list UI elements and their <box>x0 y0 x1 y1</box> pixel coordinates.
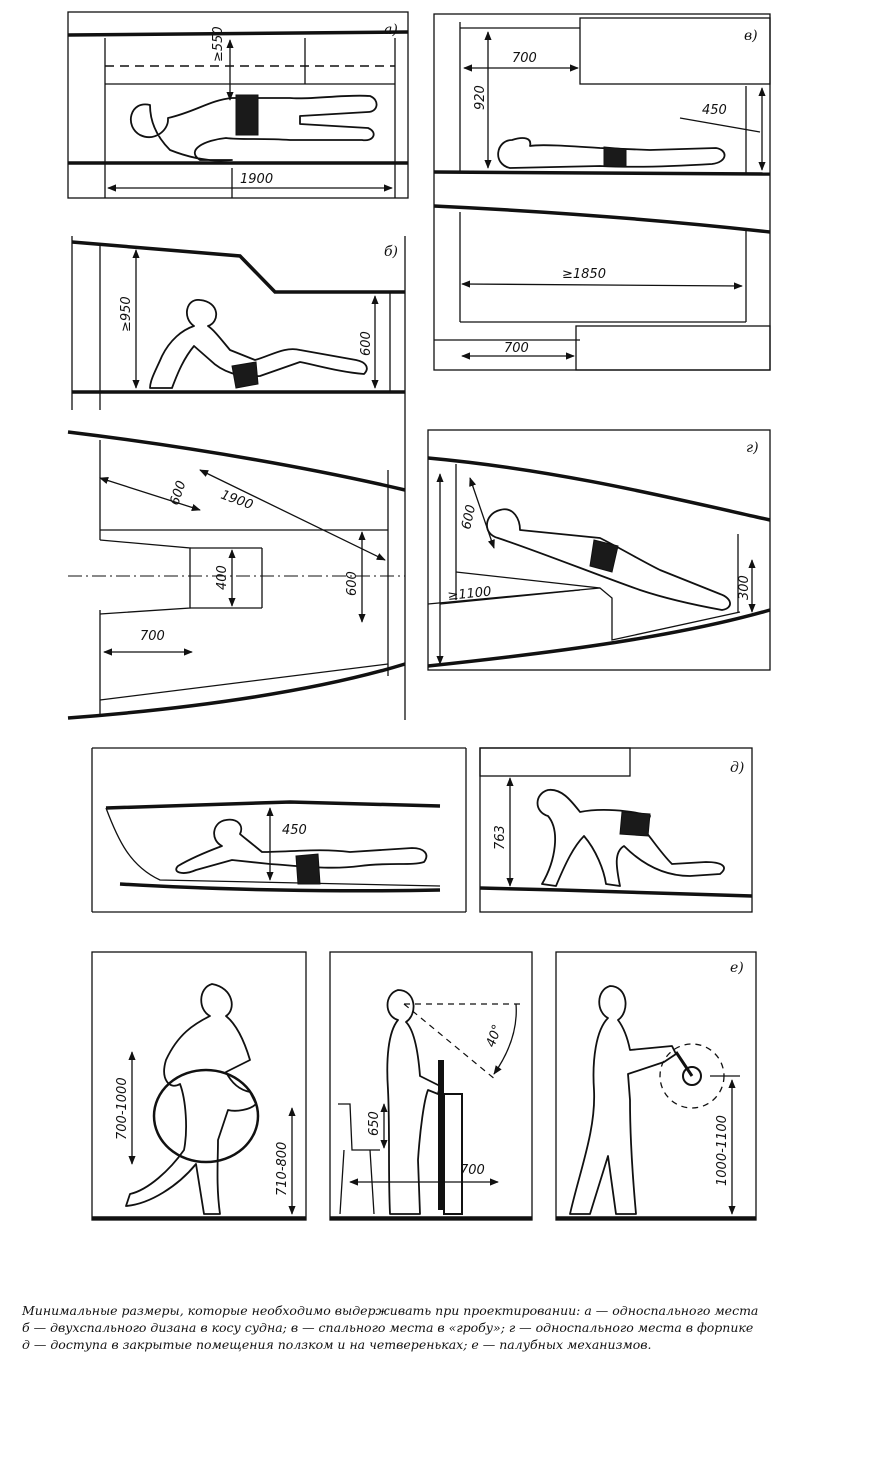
dim-e-wheel-height: 700-1000 <box>115 1077 130 1140</box>
dim-a-length: 1900 <box>240 172 273 187</box>
figure-on-all-fours <box>536 789 725 887</box>
dim-e-seat-height: 650 <box>367 1111 382 1136</box>
dim-b-plan-gap: 400 <box>215 565 230 590</box>
panel-b-label: б) <box>384 244 398 260</box>
panel-g: 600 ≥1100 300 г) <box>427 429 771 671</box>
panel-e-label: е) <box>730 960 744 976</box>
panel-d-label: д) <box>730 760 744 776</box>
dim-v-clearance: 450 <box>702 103 727 118</box>
dim-b-plan-width: 600 <box>168 479 190 507</box>
dim-b-plan-end: 600 <box>345 571 360 596</box>
ergonomic-figure: ≥550 1900 а) ≥950 600 б) <box>67 11 771 1221</box>
dim-b-height: ≥950 <box>119 296 134 332</box>
dim-b-side-height: 600 <box>359 331 374 356</box>
figure-winch-operator <box>569 985 677 1215</box>
dim-e-winch-height: 1000-1100 <box>715 1115 730 1186</box>
figure-lying-top <box>130 94 378 162</box>
panel-g-label: г) <box>746 440 759 456</box>
dim-v-top-width: 700 <box>512 51 537 66</box>
dim-e-reach: 700 <box>460 1163 485 1178</box>
dim-v-bunk-length: ≥1850 <box>562 267 606 282</box>
panel-b-plan: 600 1900 400 600 700 <box>67 430 406 720</box>
dim-b-plan-seat: 700 <box>140 629 165 644</box>
dim-v-height: 920 <box>473 85 488 110</box>
figure-lying-side <box>497 137 726 169</box>
figure-caption: Минимальные размеры, которые необходимо … <box>22 1302 858 1353</box>
dim-d-crawl-height: 450 <box>282 823 307 838</box>
caption-line-3: д — доступа в закрытые помещения ползком… <box>22 1337 652 1352</box>
dim-g-width: 600 <box>459 503 479 530</box>
panel-d: 450 763 д) <box>91 747 753 913</box>
dim-e-wheel-axis: 710-800 <box>275 1142 290 1196</box>
panel-a: ≥550 1900 а) <box>67 11 409 199</box>
figure-helmsman <box>125 983 257 1215</box>
figure-sitting <box>149 299 368 389</box>
dim-v-bottom-width: 700 <box>504 341 529 356</box>
panel-a-label: а) <box>384 22 398 38</box>
panel-v: 920 700 450 ≥1850 700 в) <box>433 13 771 371</box>
dim-g-length: ≥1100 <box>447 584 492 604</box>
caption-line-1: Минимальные размеры, которые необходимо … <box>22 1303 759 1318</box>
dim-g-end-height: 300 <box>737 575 752 600</box>
dim-a-height: ≥550 <box>211 26 226 62</box>
figure-crawling <box>175 818 428 885</box>
caption-line-2: б — двухспального дизана в косу судна; в… <box>22 1320 754 1335</box>
figure-lever-operator <box>386 989 441 1215</box>
panel-e: 700-1000 710-800 40° 650 700 1000-1100 <box>91 951 757 1221</box>
dim-e-view-angle: 40° <box>484 1023 506 1050</box>
dim-b-plan-length: 1900 <box>219 488 255 513</box>
panel-v-label: в) <box>744 28 758 44</box>
dim-d-kneel-height: 763 <box>493 825 508 850</box>
figure-lying-forepeak <box>486 508 731 611</box>
panel-b: ≥950 600 б) <box>71 236 406 720</box>
